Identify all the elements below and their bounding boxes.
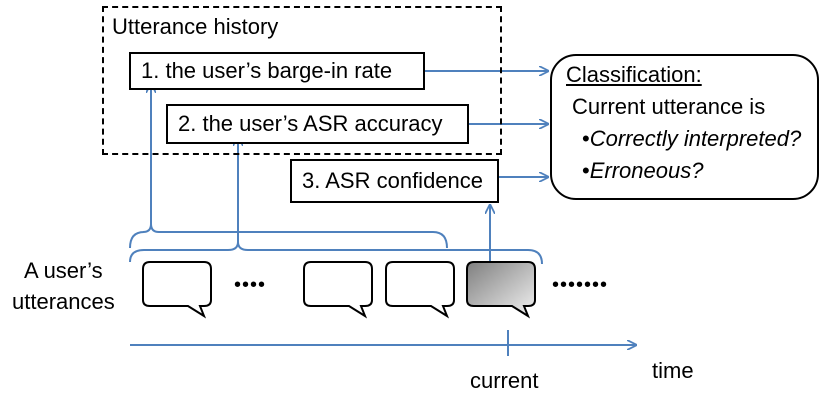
classification-box: [550, 54, 819, 200]
brace-history-asr-accuracy-curve: [129, 241, 543, 265]
brace-history-asr-accuracy: [226, 232, 238, 256]
brace-history-barge-in: [129, 223, 448, 249]
option-correct-label: Correctly interpreted?: [589, 126, 802, 151]
bullet-icon: •: [582, 126, 590, 151]
ellipsis-history: ••••: [234, 274, 267, 296]
option-erroneous-label: Erroneous?: [589, 158, 704, 183]
utterance-history-group: [102, 6, 502, 155]
utterances-label-line2: utterances: [12, 289, 115, 314]
bullet-icon: •: [582, 158, 590, 183]
feature-barge-in-rate: 1. the user’s barge-in rate: [129, 52, 425, 90]
utterance-bubble-current: [466, 261, 536, 319]
classification-option-2: •Erroneous?: [582, 158, 703, 184]
feature-barge-in-rate-label: 1. the user’s barge-in rate: [141, 58, 393, 83]
feature-asr-confidence: 3. ASR confidence: [290, 159, 499, 203]
classification-option-1: •Correctly interpreted?: [582, 126, 801, 152]
utterance-history-label: Utterance history: [112, 14, 279, 39]
time-label: time: [652, 358, 694, 383]
classification-line1: Current utterance is: [572, 94, 766, 119]
ellipsis-future: •••••••: [552, 274, 609, 296]
feature-asr-accuracy: 2. the user’s ASR accuracy: [166, 104, 469, 144]
utterance-bubble-2: [303, 261, 373, 319]
utterance-bubble-1: [142, 261, 212, 319]
feature-asr-accuracy-label: 2. the user’s ASR accuracy: [178, 111, 443, 136]
current-label: current: [470, 368, 539, 393]
classification-title: Classification:: [566, 62, 702, 87]
feature-asr-confidence-label: 3. ASR confidence: [302, 168, 484, 193]
utterance-bubble-3: [385, 261, 455, 319]
utterances-label-line1: A user’s: [24, 258, 103, 283]
